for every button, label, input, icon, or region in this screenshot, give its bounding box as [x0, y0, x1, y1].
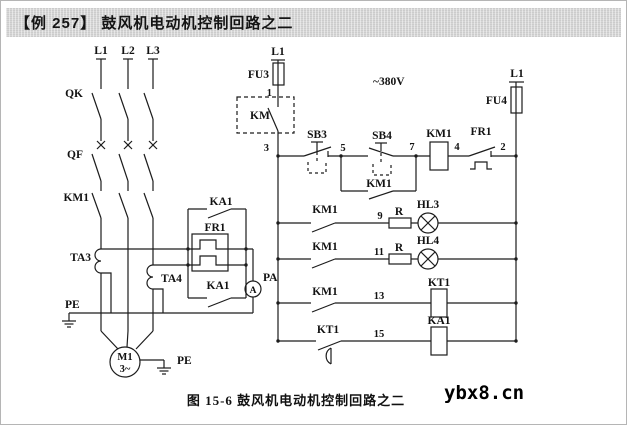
sb3-label: SB3: [307, 129, 327, 141]
phase-l3-label: L3: [146, 45, 160, 57]
motor-name-label: M1: [117, 352, 132, 363]
main-rung: SB3 5 SB4 7: [278, 126, 516, 176]
watermark: ybx8.cn: [444, 382, 525, 404]
ta3-label: TA3: [70, 252, 91, 264]
motor-symbol: M1 3~: [100, 330, 164, 378]
km1-coil-symbol: KM1: [426, 128, 452, 171]
l1-fu4-label: L1: [510, 68, 524, 80]
km-contact-symbol: KM: [236, 96, 295, 156]
sb4-label: SB4: [372, 130, 392, 142]
fr1-heater-label: FR1: [204, 222, 225, 234]
fu3-fuse-symbol: FU3: [248, 62, 285, 86]
ka1-bottom-label: KA1: [207, 280, 230, 292]
ground-symbol-left: [62, 313, 76, 328]
pe-motor-label: PE: [177, 355, 192, 367]
ct-wire-b: [153, 255, 246, 266]
node-4: 4: [454, 142, 460, 153]
km1-rung3-contact-symbol: KM1: [311, 241, 338, 269]
kt1-delay-contact-symbol: KT1: [317, 324, 342, 365]
hl4-lamp-symbol: HL4: [417, 235, 440, 270]
rung-hl4: KM1 11 R HL4: [276, 235, 518, 270]
node-13: 13: [374, 291, 385, 302]
node-15: 15: [374, 329, 385, 340]
sb3-stop-button-symbol: SB3: [303, 129, 332, 174]
fr1-contact-symbol: FR1: [468, 126, 496, 170]
fr1-contact-label: FR1: [470, 126, 491, 138]
page-title: 【例 257】 鼓风机电动机控制回路之二: [15, 15, 294, 32]
sb4-start-button-symbol: SB4: [368, 130, 394, 176]
ta4-label: TA4: [161, 273, 182, 285]
phase-l1-label: L1: [94, 45, 108, 57]
ta3-secondary-return: [101, 272, 112, 313]
km1-latch-contact-symbol: KM1: [339, 154, 418, 200]
pa-label: PA: [263, 272, 278, 284]
ct-wire-a: [101, 239, 253, 250]
ta4-secondary-return: [153, 288, 164, 313]
node-5: 5: [340, 143, 345, 154]
control-circuit: L1 FU3 1 KM ~380V 3 S: [236, 46, 524, 365]
qf-label: QF: [67, 149, 83, 161]
km1-rung3-label: KM1: [312, 241, 338, 253]
node-7: 7: [409, 142, 414, 153]
phase-l2-label: L2: [121, 45, 135, 57]
fr1-heater-box: [191, 233, 229, 272]
motor-phase-label: 3~: [120, 364, 131, 375]
node-9: 9: [377, 211, 382, 222]
kt1-coil-label: KT1: [428, 277, 451, 289]
hl3-lamp-symbol: HL3: [417, 199, 440, 234]
km1-main-label: KM1: [63, 192, 89, 204]
power-circuit: L1 L2 L3 QK QF KM1: [62, 45, 253, 378]
node-2: 2: [500, 142, 505, 153]
voltage-label: ~380V: [373, 76, 405, 88]
hl4-label: HL4: [417, 235, 440, 247]
fu4-fuse-symbol: FU4: [486, 86, 523, 114]
km1-rung4-label: KM1: [312, 286, 338, 298]
ka1-coil-label: KA1: [428, 315, 451, 327]
ammeter-symbol: PA A: [244, 249, 278, 313]
node-3: 3: [264, 143, 269, 154]
l1-fu3-label: L1: [271, 46, 285, 58]
figure-caption: 图 15-6 鼓风机电动机控制回路之二: [186, 393, 406, 408]
pe-left-label: PE: [65, 299, 80, 311]
ground-symbol-motor: [157, 360, 171, 375]
r2-resistor-symbol: R: [388, 206, 412, 229]
ta3-current-transformer-symbol: TA3: [70, 248, 102, 274]
km1-coil-label: KM1: [426, 128, 452, 140]
kt1-contact-label: KT1: [317, 324, 340, 336]
header-bar: 【例 257】 鼓风机电动机控制回路之二: [6, 8, 621, 37]
km-box-label: KM: [250, 110, 270, 122]
ka1-coil-symbol: KA1: [428, 315, 451, 356]
kt1-coil-symbol: KT1: [428, 277, 451, 318]
node-11: 11: [374, 247, 384, 258]
r3-resistor-symbol: R: [388, 242, 412, 265]
rung-kt1: KM1 13 KT1: [276, 277, 518, 318]
rung-ka1: KT1 15 KA1: [276, 315, 518, 365]
km1-rung2-contact-symbol: KM1: [311, 204, 338, 233]
qk-label: QK: [65, 88, 83, 100]
r2-label: R: [395, 206, 404, 218]
km1-rung4-contact-symbol: KM1: [311, 286, 338, 313]
ka1-bottom-contact-symbol: KA1: [188, 280, 246, 308]
hl3-label: HL3: [417, 199, 440, 211]
rung-hl3: KM1 9 R HL3: [276, 199, 518, 234]
ta4-current-transformer-symbol: TA4: [146, 264, 182, 290]
qf-breaker-symbol: QF: [67, 140, 158, 191]
ka1-top-contact-symbol: KA1: [188, 196, 246, 219]
qk-knife-switch-symbol: QK: [65, 88, 154, 141]
ct-secondary-circuit: FR1 KA1 KA1 PA A: [101, 196, 278, 313]
km1-rung2-label: KM1: [312, 204, 338, 216]
fu4-label: FU4: [486, 95, 507, 107]
fu3-label: FU3: [248, 69, 269, 81]
pa-meter-letter: A: [250, 286, 257, 296]
node-1: 1: [267, 88, 272, 99]
ka1-top-label: KA1: [210, 196, 233, 208]
km1-main-contacts-symbol: KM1: [63, 192, 154, 219]
r3-label: R: [395, 242, 404, 254]
km1-latch-label: KM1: [366, 178, 392, 190]
